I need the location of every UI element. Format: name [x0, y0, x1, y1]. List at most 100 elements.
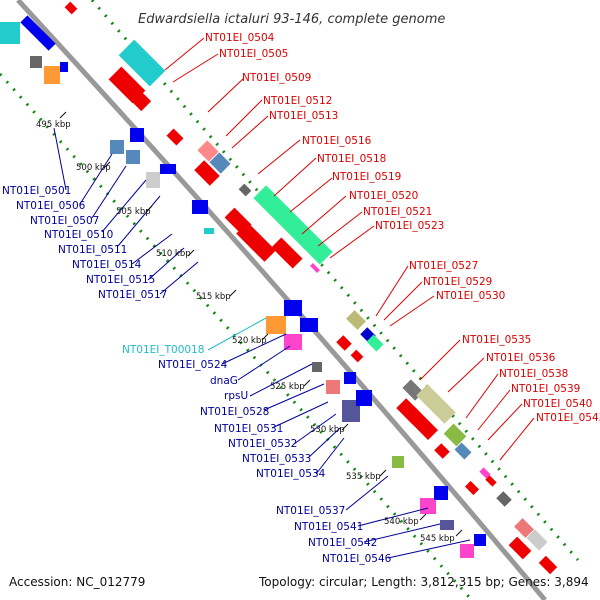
gene-label[interactable]: NT01EI_0519 [332, 171, 401, 183]
gene-block [434, 443, 450, 459]
kbp-label: 495 kbp [36, 120, 71, 130]
gene-label[interactable]: NT01EI_0506 [16, 200, 86, 212]
gene-label[interactable]: NT01EI_0532 [228, 438, 297, 450]
gene-label[interactable]: NT01EI_0517 [98, 289, 167, 301]
gene-label[interactable]: NT01EI_0529 [423, 276, 492, 288]
kbp-label: 510 kbp [156, 249, 191, 259]
gene-block [122, 82, 152, 112]
gene-block [474, 534, 486, 546]
gene-label[interactable]: NT01EI_0520 [349, 190, 418, 202]
gene-label[interactable]: NT01EI_0512 [263, 95, 332, 107]
gene-block [110, 140, 124, 154]
gene-label[interactable]: NT01EI_T00018 [122, 344, 204, 356]
gene-label[interactable]: NT01EI_0531 [214, 423, 283, 435]
gene-block [342, 400, 360, 422]
reverse-strand-genes [0, 15, 486, 558]
gene-label[interactable]: NT01EI_0537 [276, 505, 345, 517]
gene-label[interactable]: NT01EI_0513 [269, 110, 338, 122]
gene-block [440, 520, 454, 530]
gene-block [326, 380, 340, 394]
gene-label[interactable]: NT01EI_0538 [499, 368, 568, 380]
gene-block [253, 185, 333, 265]
gene-label[interactable]: NT01EI_0510 [44, 229, 113, 241]
gene-block [236, 222, 276, 262]
outer-track-dotted-line [90, 0, 580, 561]
gene-label[interactable]: NT01EI_0543 [536, 412, 600, 424]
gene-block [194, 160, 220, 186]
gene-block [20, 15, 56, 51]
diagram-title: Edwardsiella ictaluri 93-146, complete g… [138, 12, 445, 27]
gene-block [392, 456, 404, 468]
gene-block [204, 228, 214, 234]
gene-block [310, 263, 320, 273]
gene-block [336, 335, 352, 351]
gene-block [479, 467, 491, 479]
gene-label[interactable]: NT01EI_0518 [317, 153, 386, 165]
kbp-label: 520 kbp [232, 336, 267, 346]
gene-block [356, 390, 372, 406]
gene-label[interactable]: NT01EI_0541 [294, 521, 363, 533]
gene-block [146, 172, 160, 188]
gene-block [485, 475, 497, 487]
gene-label[interactable]: NT01EI_0505 [219, 48, 288, 60]
gene-block [344, 372, 356, 384]
gene-label[interactable]: NT01EI_0504 [205, 32, 275, 44]
gene-label[interactable]: NT01EI_0514 [72, 259, 142, 271]
kbp-label: 525 kbp [270, 382, 305, 392]
gene-label[interactable]: NT01EI_0511 [58, 244, 127, 256]
gene-block [64, 1, 78, 15]
gene-block [166, 128, 184, 146]
gene-label[interactable]: NT01EI_0533 [242, 453, 311, 465]
kbp-labels: 495 kbp 500 kbp 505 kbp 510 kbp 515 kbp … [36, 120, 455, 544]
top-gene-labels: NT01EI_0504 NT01EI_0505 NT01EI_0509 NT01… [205, 32, 600, 424]
gene-label[interactable]: NT01EI_0507 [30, 215, 99, 227]
gene-block [420, 498, 436, 514]
gene-block [160, 164, 176, 174]
gene-label[interactable]: rpsU [224, 390, 248, 402]
gene-label[interactable]: NT01EI_0540 [523, 398, 592, 410]
kbp-label: 545 kbp [420, 534, 455, 544]
gene-label[interactable]: NT01EI_0539 [511, 383, 580, 395]
accession-label: Accession: NC_012779 [9, 575, 145, 589]
forward-strand-genes [64, 1, 558, 575]
gene-block [238, 183, 252, 197]
gene-block [192, 200, 208, 214]
genome-backbone [16, 0, 547, 600]
gene-label[interactable]: NT01EI_0527 [409, 260, 478, 272]
gene-label[interactable]: NT01EI_0536 [486, 352, 556, 364]
gene-block [404, 406, 438, 440]
gene-block [508, 536, 532, 560]
kbp-label: 530 kbp [310, 425, 345, 435]
gene-block [44, 66, 60, 84]
gene-label[interactable]: NT01EI_0546 [322, 553, 392, 565]
gene-label[interactable]: NT01EI_0534 [256, 468, 326, 480]
gene-label[interactable]: NT01EI_0516 [302, 135, 372, 147]
gene-label[interactable]: dnaG [210, 375, 238, 387]
gene-label[interactable]: NT01EI_0501 [2, 185, 71, 197]
gene-label[interactable]: NT01EI_0509 [242, 72, 311, 84]
gene-block [312, 362, 322, 372]
gene-label[interactable]: NT01EI_0530 [436, 290, 505, 302]
gene-block [514, 518, 534, 538]
gene-block [60, 62, 68, 72]
gene-block [266, 316, 286, 334]
gene-label[interactable]: NT01EI_0528 [200, 406, 269, 418]
gene-label[interactable]: NT01EI_0542 [308, 537, 377, 549]
gene-block [30, 56, 42, 68]
gene-label[interactable]: NT01EI_0515 [86, 274, 155, 286]
gene-block [209, 152, 231, 174]
gene-label[interactable]: NT01EI_0535 [462, 334, 531, 346]
gene-block [126, 150, 140, 164]
gene-label[interactable]: NT01EI_0524 [158, 359, 228, 371]
gene-label[interactable]: NT01EI_0521 [363, 206, 432, 218]
gene-block [443, 423, 467, 447]
gene-block [197, 140, 219, 162]
gene-block [0, 22, 20, 44]
gene-block [496, 491, 512, 507]
gene-block [118, 39, 166, 87]
topology-label: Topology: circular; Length: 3,812,315 bp… [258, 575, 589, 589]
gene-block [460, 544, 474, 558]
gene-label[interactable]: NT01EI_0523 [375, 220, 444, 232]
gene-block [366, 334, 384, 352]
